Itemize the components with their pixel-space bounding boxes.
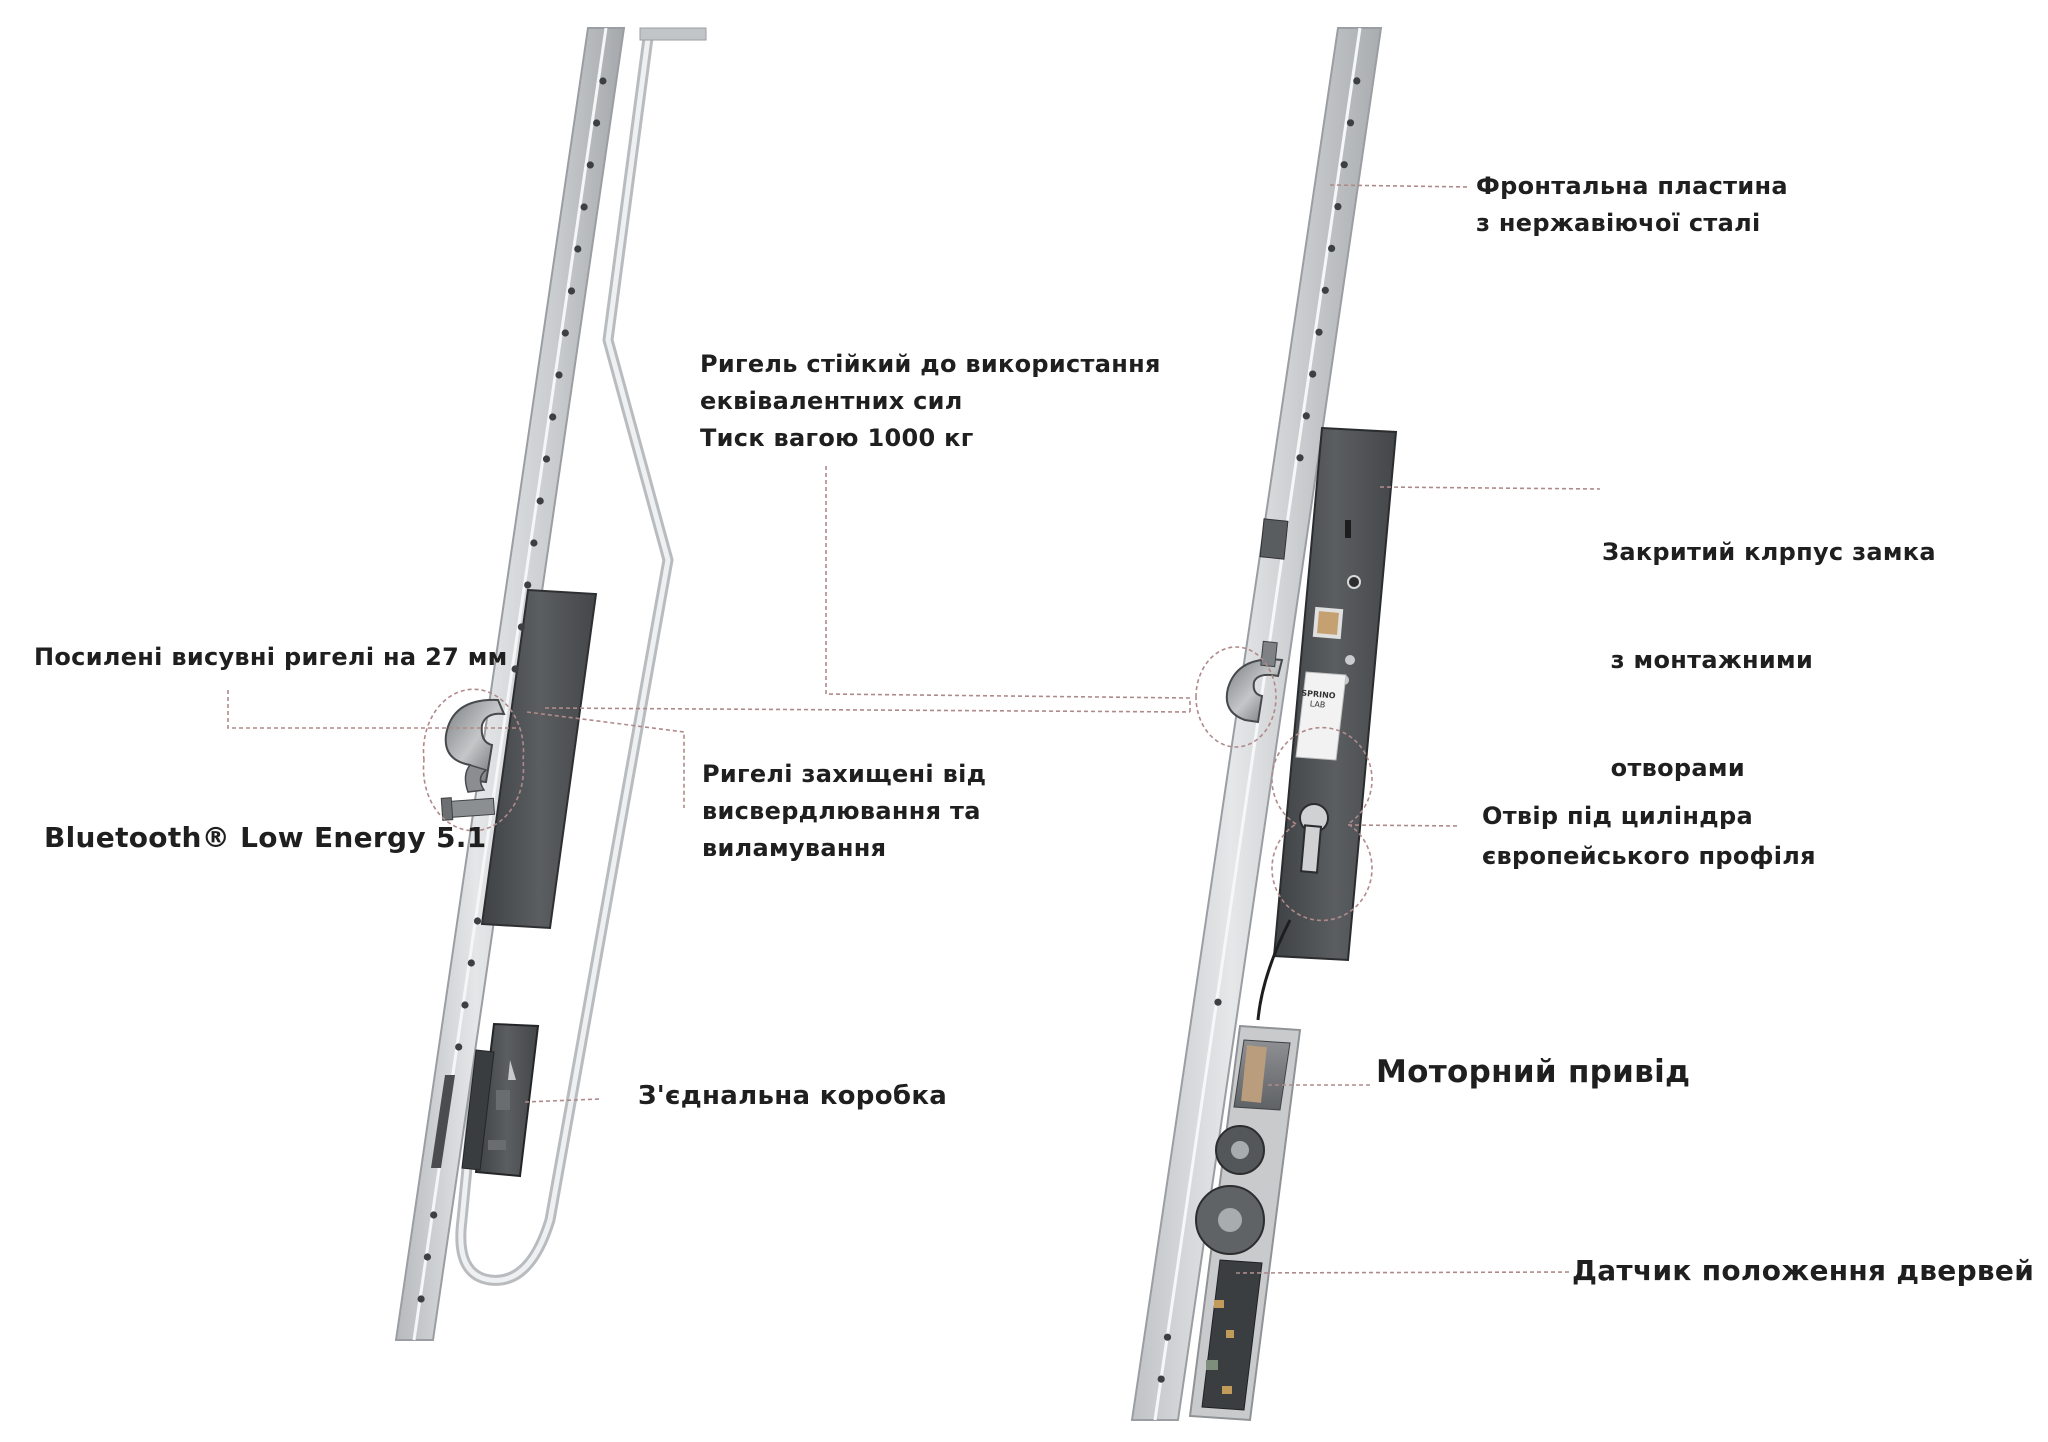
mounting-hole <box>417 1295 425 1303</box>
mounting-hole <box>580 203 588 211</box>
label-motor-drive: Моторний привід <box>1376 1052 1690 1092</box>
mounting-hole <box>1340 161 1348 169</box>
mounting-hole <box>473 917 482 925</box>
mounting-hole <box>467 959 475 967</box>
case-label-plate <box>1295 671 1347 761</box>
label-line: Датчик положення двервей <box>1572 1254 2035 1287</box>
label-line: Фронтальна пластина <box>1476 172 1788 200</box>
label-bluetooth: Bluetooth® Low Energy 5.1 <box>44 820 486 856</box>
mounting-hole <box>1328 244 1336 252</box>
mounting-hole <box>593 119 601 127</box>
rod-top-bracket <box>639 27 707 41</box>
label-line: Моторний привід <box>1376 1054 1691 1090</box>
mounting-hole <box>549 413 557 421</box>
label-line: Ригелі захищені від <box>702 760 987 788</box>
label-bolt-force: Ригель стійкий до використання еквівален… <box>700 346 1161 457</box>
mounting-hole <box>1163 1333 1172 1341</box>
mounting-hole <box>530 539 538 547</box>
label-door-sensor: Датчик положення двервей <box>1572 1252 2034 1290</box>
mounting-hole <box>455 1043 463 1051</box>
mounting-hole <box>511 665 519 673</box>
mounting-hole <box>599 77 607 85</box>
cylinder-hole <box>1299 803 1329 874</box>
label-line: Тиск вагою 1000 кг <box>700 424 974 452</box>
mounting-hole <box>1214 998 1222 1006</box>
mounting-hole <box>561 329 569 337</box>
label-faceplate: Фронтальна пластина з нержавіючої сталі <box>1476 168 1788 242</box>
mounting-hole <box>574 245 582 253</box>
label-lock-case: Закритий клрпус замка з монтажними отвор… <box>1602 462 1936 858</box>
mounting-hole <box>1302 412 1310 420</box>
mounting-hole <box>430 1211 438 1219</box>
mounting-hole <box>524 581 532 589</box>
mounting-hole <box>586 161 594 169</box>
label-line: Отвір під циліндра <box>1482 802 1753 830</box>
mounting-hole <box>1321 286 1329 294</box>
label-reinforced-bolts: Посилені висувні ригелі на 27 мм <box>34 639 508 676</box>
mounting-holes <box>417 77 1361 1383</box>
label-line: європейського профіля <box>1482 842 1816 870</box>
mounting-hole <box>517 623 526 631</box>
right-hook-bolt <box>1225 658 1284 724</box>
case-plate-text: SPRINO LAB <box>1297 688 1339 711</box>
label-line: Bluetooth® Low Energy 5.1 <box>44 821 487 854</box>
label-cylinder-hole: Отвір під циліндра європейського профіля <box>1482 796 1816 876</box>
mounting-hole <box>1334 203 1342 211</box>
mounting-hole <box>461 1001 469 1009</box>
mounting-hole <box>555 371 563 379</box>
label-line: висвердлювання та <box>702 797 981 825</box>
label-line: Посилені висувні ригелі на 27 мм <box>34 643 508 671</box>
label-line: отворами <box>1602 754 1745 782</box>
label-line: з монтажними <box>1602 646 1814 674</box>
mounting-hole <box>1309 370 1317 378</box>
label-line: з нержавіючої сталі <box>1476 209 1761 237</box>
label-line: З'єднальна коробка <box>638 1081 948 1111</box>
mounting-hole <box>1315 328 1323 336</box>
mounting-hole <box>1346 119 1355 127</box>
label-line: еквівалентних сил <box>700 387 963 415</box>
mounting-hole <box>1296 454 1304 462</box>
mounting-hole <box>423 1253 431 1261</box>
left-lock-case <box>480 588 598 930</box>
label-drill-protection: Ригелі захищені від висвердлювання та ви… <box>702 756 986 867</box>
label-line: виламування <box>702 834 887 862</box>
mounting-hole <box>542 455 551 463</box>
mounting-hole <box>1353 77 1361 85</box>
label-junction-box: З'єднальна коробка <box>638 1078 947 1115</box>
right-top-bolt <box>1259 518 1289 560</box>
mounting-hole <box>1157 1375 1165 1383</box>
spindle-hole <box>1312 606 1344 640</box>
label-line: Закритий клрпус замка <box>1602 538 1936 566</box>
mounting-hole <box>536 497 544 505</box>
mounting-hole <box>567 287 576 295</box>
motor-gears <box>1195 1125 1265 1255</box>
label-line: Ригель стійкий до використання <box>700 350 1161 378</box>
leader-lines <box>227 184 1601 1274</box>
